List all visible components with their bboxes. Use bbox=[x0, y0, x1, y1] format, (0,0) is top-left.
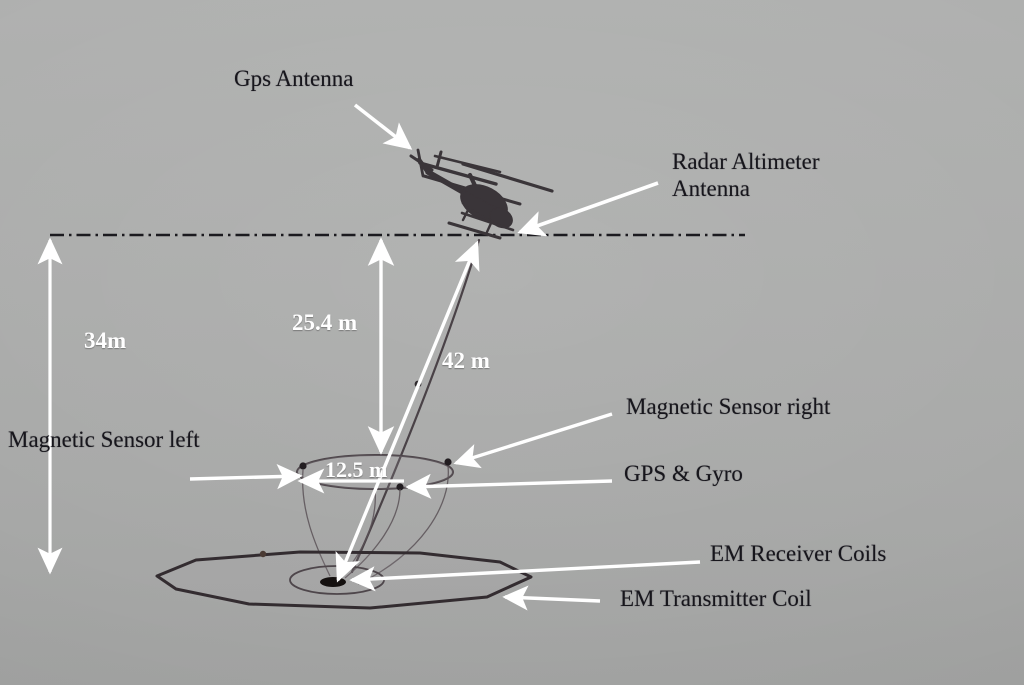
leader-em-transmitter-coil bbox=[502, 585, 601, 611]
label-radar-altimeter-line2: Antenna bbox=[672, 176, 750, 202]
leader-magnetic-sensor-right bbox=[453, 412, 613, 469]
leader-em-receiver-coils bbox=[349, 560, 701, 592]
magnetic-sensor-left-dot bbox=[299, 462, 307, 470]
dimension-label-34m: 34m bbox=[84, 328, 127, 353]
dimension-label-42m: 42 m bbox=[442, 348, 490, 373]
dimension-label-12-5m: 12.5 m bbox=[325, 457, 388, 482]
dimension-label-25-4m: 25.4 m bbox=[292, 310, 358, 335]
label-gps-antenna: Gps Antenna bbox=[234, 66, 354, 91]
leader-gps-antenna bbox=[353, 103, 413, 150]
label-magnetic-sensor-left: Magnetic Sensor left bbox=[8, 427, 200, 452]
label-radar-altimeter-line1: Radar Altimeter bbox=[672, 149, 820, 174]
magnetic-sensor-right-dot bbox=[444, 458, 452, 466]
label-radar-altimeter-antenna: Radar Altimeter Antenna bbox=[672, 148, 820, 202]
helicopter-silhouette bbox=[409, 148, 554, 240]
label-em-receiver-coils: EM Receiver Coils bbox=[710, 541, 887, 566]
leader-gps-gyro bbox=[405, 473, 613, 499]
leader-radar-altimeter bbox=[517, 181, 659, 237]
dimension-42m bbox=[335, 240, 480, 583]
label-magnetic-sensor-right: Magnetic Sensor right bbox=[626, 394, 831, 419]
loop-marker-dot bbox=[259, 550, 267, 558]
leader-magnetic-sensor-left bbox=[189, 464, 303, 490]
label-gps-gyro: GPS & Gyro bbox=[624, 461, 743, 486]
tow-cable bbox=[350, 238, 481, 574]
label-em-transmitter-coil: EM Transmitter Coil bbox=[620, 586, 812, 611]
